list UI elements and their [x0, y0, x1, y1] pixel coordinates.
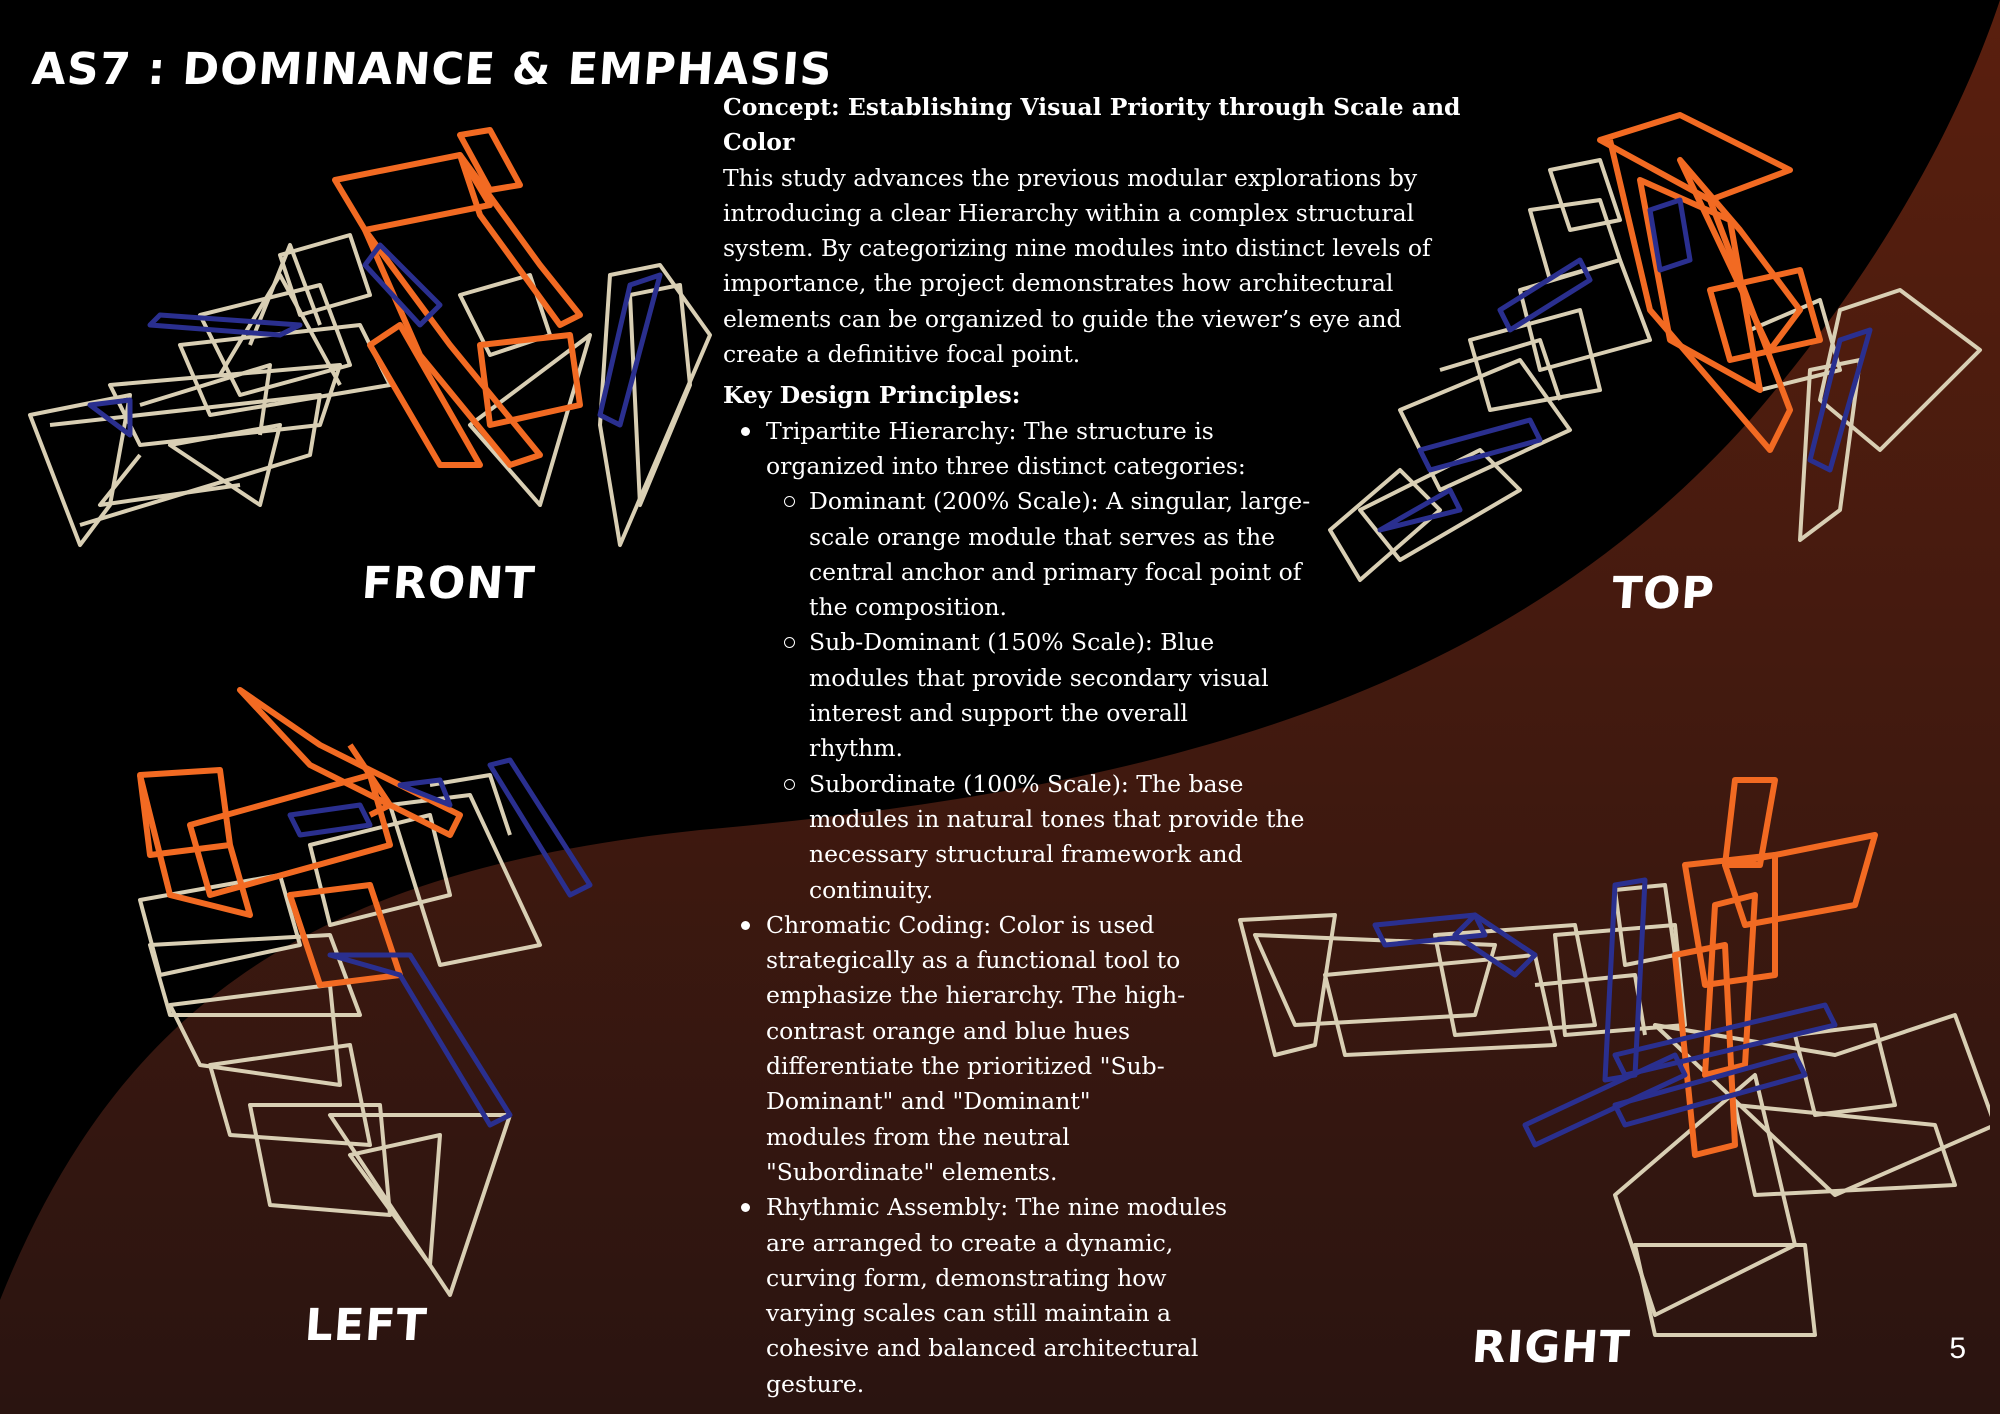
- right-view-model: [1238, 777, 1990, 1337]
- principle-text: Chromatic Coding: Color is used strategi…: [766, 910, 1186, 1186]
- principle-item: Chromatic Coding: Color is used strategi…: [741, 908, 1196, 1190]
- top-view-model: [1328, 112, 1982, 582]
- hierarchy-item: Sub-Dominant (150% Scale): Blue modules …: [784, 625, 1289, 766]
- left-view-model: [137, 687, 593, 1297]
- front-view-model: [28, 127, 712, 547]
- left-label: LEFT: [303, 1300, 429, 1351]
- hierarchy-item-text: Dominant (200% Scale): A singular, large…: [809, 487, 1311, 622]
- hierarchy-item-text: Sub-Dominant (150% Scale): Blue modules …: [809, 628, 1269, 763]
- right-label: RIGHT: [1470, 1322, 1633, 1373]
- principle-text: Rhythmic Assembly: The nine modules are …: [766, 1193, 1228, 1398]
- hierarchy-item: Dominant (200% Scale): A singular, large…: [784, 484, 1319, 625]
- description-block: Concept: Establishing Visual Priority th…: [723, 90, 1463, 1402]
- front-label: FRONT: [360, 558, 537, 609]
- concept-body: This study advances the previous modular…: [723, 163, 1431, 369]
- principle-text: Tripartite Hierarchy: The structure is o…: [766, 416, 1246, 480]
- principles-heading: Key Design Principles:: [723, 381, 1021, 410]
- principle-item: Tripartite Hierarchy: The structure is o…: [741, 414, 1310, 908]
- concept-heading: Concept: Establishing Visual Priority th…: [723, 93, 1461, 157]
- top-label: TOP: [1610, 568, 1717, 619]
- page-title: AS7 : DOMINANCE & EMPHASIS: [30, 44, 835, 95]
- hierarchy-item-text: Subordinate (100% Scale): The base modul…: [809, 769, 1305, 904]
- hierarchy-sublist: Dominant (200% Scale): A singular, large…: [766, 484, 1310, 908]
- hierarchy-item: Subordinate (100% Scale): The base modul…: [784, 767, 1309, 908]
- principle-item: Rhythmic Assembly: The nine modules are …: [741, 1190, 1246, 1402]
- principles-list: Tripartite Hierarchy: The structure is o…: [723, 414, 1463, 1402]
- page-number: 5: [1949, 1332, 1966, 1365]
